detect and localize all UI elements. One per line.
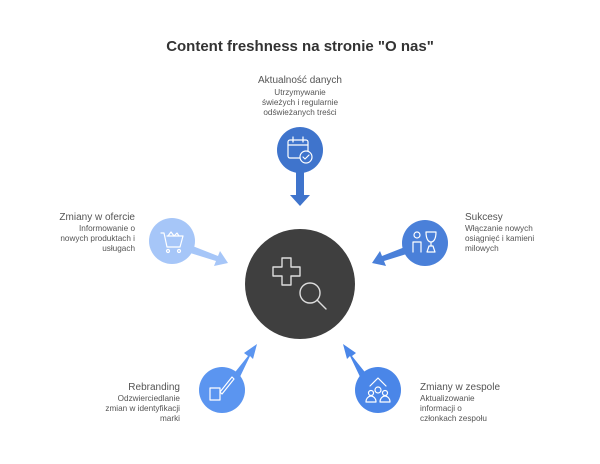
node-description: zmian w identyfikacji bbox=[105, 404, 180, 413]
node-description: Informowanie o bbox=[79, 224, 135, 233]
arrow-bottom-right bbox=[343, 344, 368, 381]
node-description: członkach zespołu bbox=[420, 414, 487, 423]
node-right: Sukcesy Włączanie nowych osiągnięć i kam… bbox=[402, 212, 534, 266]
node-title: Aktualność danych bbox=[258, 75, 342, 86]
node-title: Sukcesy bbox=[465, 212, 503, 223]
node-description: nowych produktach i bbox=[60, 234, 135, 243]
shopping-cart-icon bbox=[160, 231, 184, 254]
calendar-check-icon bbox=[287, 136, 313, 164]
node-bottom-right: Zmiany w zespole Aktualizowanie informac… bbox=[355, 367, 500, 423]
node-description: Włączanie nowych bbox=[465, 224, 533, 233]
trophy-person-icon bbox=[412, 231, 437, 253]
node-description: milowych bbox=[465, 244, 499, 253]
node-title: Zmiany w ofercie bbox=[59, 212, 135, 223]
node-title: Rebranding bbox=[128, 382, 180, 393]
paint-brush-icon bbox=[209, 376, 235, 401]
node-description: usługach bbox=[102, 244, 135, 253]
team-growth-icon bbox=[365, 377, 391, 403]
node-description: odświeżanych treści bbox=[263, 108, 336, 117]
node-title: Zmiany w zespole bbox=[420, 382, 500, 393]
node-left: Zmiany w ofercie Informowanie o nowych p… bbox=[59, 212, 195, 264]
arrows bbox=[187, 168, 413, 381]
node-description: Aktualizowanie bbox=[420, 394, 475, 403]
node-description: Utrzymywanie bbox=[274, 88, 326, 97]
node-description: świeżych i regularnie bbox=[262, 98, 338, 107]
node-bottom-left: Rebranding Odzwierciedlanie zmian w iden… bbox=[105, 367, 245, 423]
diagram-title: Content freshness na stronie "O nas" bbox=[166, 38, 434, 55]
node-top: Aktualność danych Utrzymywanie świeżych … bbox=[258, 75, 342, 173]
arrow-bottom-left bbox=[232, 344, 257, 381]
node-description: informacji o bbox=[420, 404, 462, 413]
center-node bbox=[245, 229, 355, 339]
arrow-right bbox=[372, 245, 413, 266]
health-search-icon bbox=[272, 257, 327, 310]
node-description: osiągnięć i kamieni bbox=[465, 234, 534, 243]
node-description: marki bbox=[160, 414, 180, 423]
arrow-left bbox=[187, 245, 228, 266]
node-description: Odzwierciedlanie bbox=[118, 394, 181, 403]
arrow-top bbox=[290, 168, 310, 206]
